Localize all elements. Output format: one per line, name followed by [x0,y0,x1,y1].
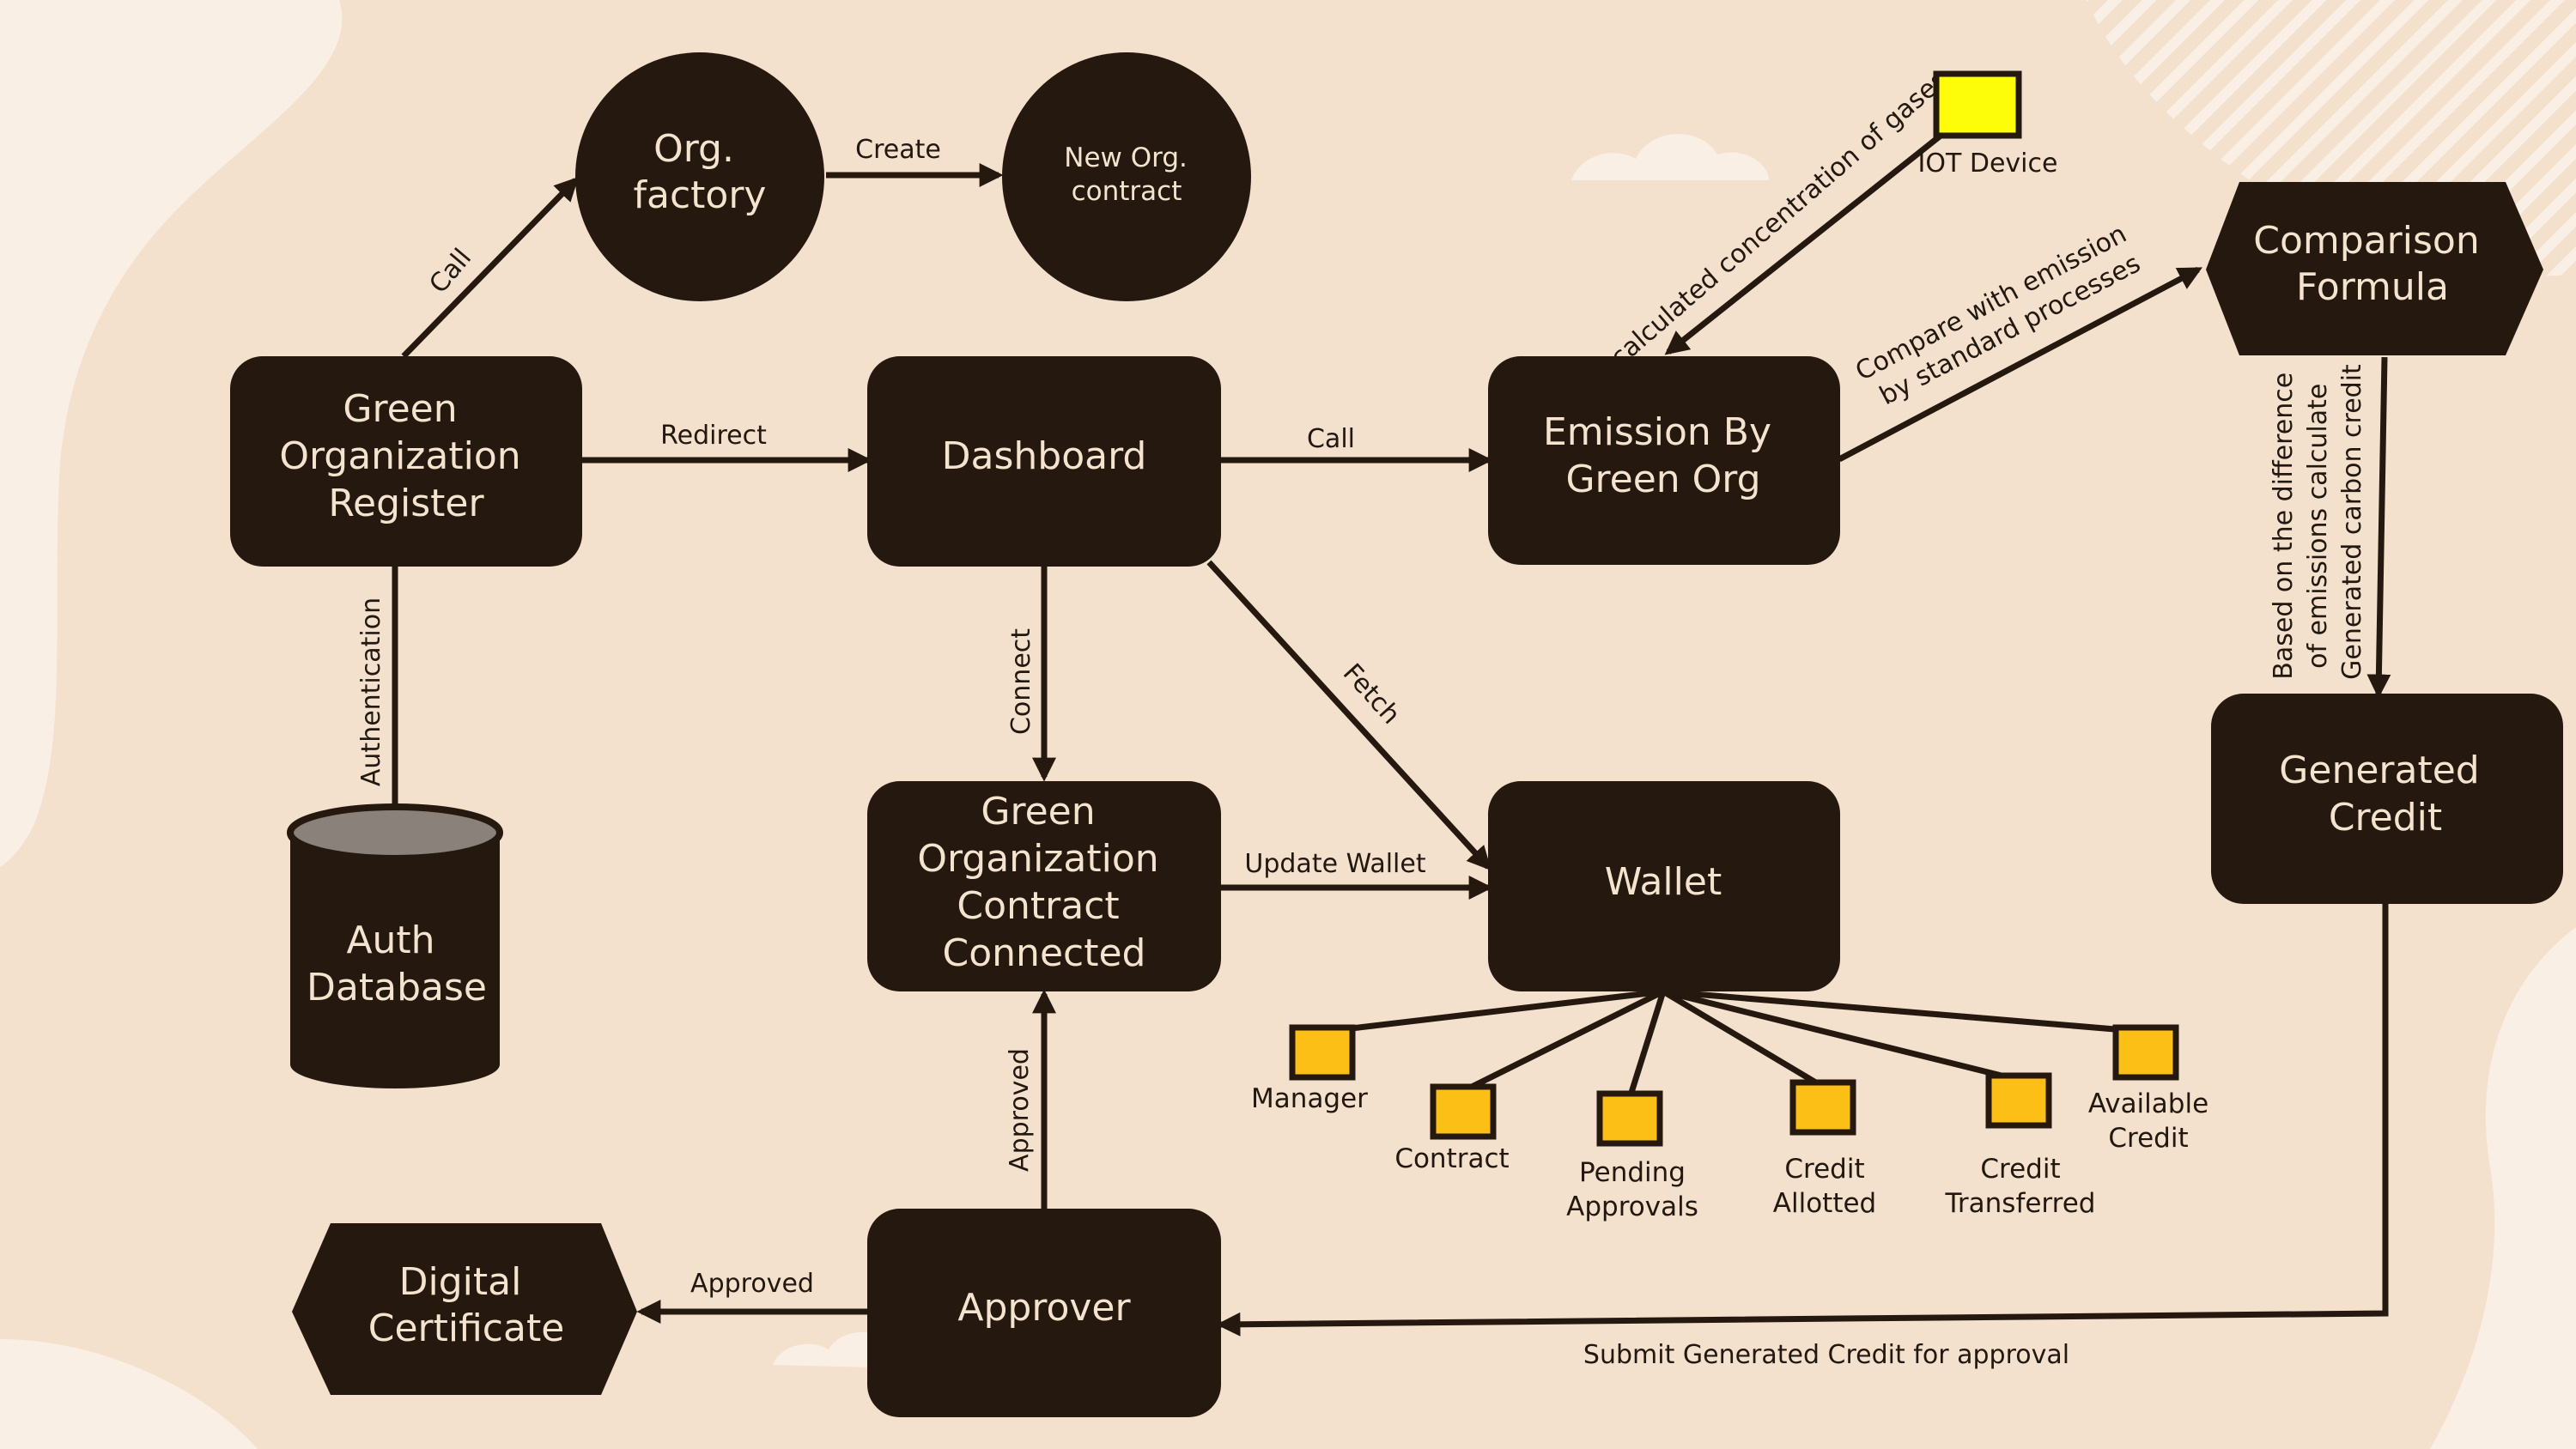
label-authentication: Authentication [356,597,386,786]
svg-text:Green Organization: Green Organization Register [279,387,532,525]
node-org-factory: Org. factory [575,52,824,301]
edge-compare [1838,266,2202,463]
svg-text:Generated Credit: Generated Credit [2279,749,2491,840]
node-generated-credit: Generated Credit [2211,694,2563,904]
label-approved-up: Approved [1005,1048,1035,1172]
blob-top-left [0,0,343,867]
node-new-org-contract: New Org. contract [1002,52,1251,301]
node-approver: Approver [867,1209,1221,1417]
wallet-item-contract: Contract [1394,1083,1510,1174]
node-auth-database: Auth Database [287,803,503,1088]
svg-text:Green Organization: Green Organization Contract Connected [917,790,1170,975]
wallet-item-label-line: Manager [1251,1083,1368,1114]
wallet-item-label-line: Credit [1980,1154,2060,1185]
edge-iot [1664,133,1943,355]
wallet-item-label: Contract [1394,1143,1509,1174]
blob-bottom-right [2430,927,2576,1449]
nodes: Green Organization Register Org. factory… [230,52,2563,1417]
connector-credit-allotted [1662,988,1825,1090]
svg-text:Comparison Formula: Comparison Formula [2253,219,2491,309]
wallet-item-label-line: Available [2088,1088,2208,1119]
wallet-item-box [1430,1083,1497,1140]
edge-fetch [1206,560,1492,871]
label-redirect: Redirect [660,421,767,451]
label-submit: Submit Generated Credit for approval [1583,1340,2069,1370]
wallet-item-label: Manager [1251,1083,1368,1114]
wallet-item-box [1289,1024,1356,1081]
edge-based-on [2366,356,2391,699]
connector-manager [1321,988,1664,1035]
svg-text:Emission By Green Org: Emission By Green Org [1543,410,1783,501]
iot-device-box [1933,70,2022,139]
svg-text:Dashboard: Dashboard [942,434,1147,478]
node-dashboard: Dashboard [867,356,1221,567]
wallet-item-label-line: Credit [1784,1154,1864,1185]
wallet-item-label-line: Contract [1394,1143,1509,1174]
edge-call-factory [401,176,579,359]
blob-bottom-left [0,1339,258,1449]
iot-device-label: IOT Device [1918,149,2058,179]
connector-credit-transferred [1662,988,2020,1083]
node-wallet: Wallet [1488,781,1840,991]
wallet-connectors [1321,988,2147,1100]
label-based-on-line-2: of emissions calculate [2303,384,2333,669]
wallet-item-label-line: Allotted [1773,1188,1876,1219]
label-approved-left: Approved [690,1269,814,1299]
wallet-item-box [1985,1072,2052,1129]
edge-submit [1216,903,2389,1337]
connector-pending-approvals [1626,990,1667,1100]
svg-text:Approver: Approver [957,1286,1131,1330]
node-emission-by-green-org: Emission By Green Org [1488,356,1840,565]
label-based-on-line-1: Based on the difference [2269,373,2299,680]
node-green-org-contract-connected: Green Organization Contract Connected [867,781,1221,991]
node-iot-device: IOT Device [1918,70,2058,179]
label-based-on-line-3: Generated carbon credit [2337,364,2367,680]
connector-available-credit [1662,988,2147,1035]
wallet-item-label-line: Approvals [1566,1191,1698,1222]
label-based-on: Based on the difference of emissions cal… [2269,364,2367,680]
svg-text:Wallet: Wallet [1605,860,1722,904]
wallet-item-box [1596,1090,1663,1147]
wallet-item-label-line: Pending [1579,1157,1686,1188]
wallet-item-manager: Manager [1251,1024,1368,1114]
label-update-wallet: Update Wallet [1244,849,1425,879]
wallet-item-box [2112,1024,2179,1081]
label-connect: Connect [1006,628,1036,735]
label-iot-measure: calculated concentration of gases [1605,64,1953,373]
svg-text:Org. factory: Org. factory [634,127,767,217]
label-create: Create [855,135,941,165]
node-green-org-register: Green Organization Register [230,356,582,567]
svg-text:Auth Database: Auth Database [307,919,487,1009]
wallet-item-label-line: Transferred [1945,1188,2096,1219]
node-comparison-formula: Comparison Formula [2206,182,2543,355]
edges [383,133,2391,1337]
node-digital-certificate: Digital Certificate [292,1223,637,1395]
cloud-shape [1571,134,1769,180]
wallet-item-label-line: Credit [2108,1123,2188,1154]
svg-text:Digital Certificate: Digital Certificate [368,1260,565,1350]
connector-contract [1461,988,1665,1094]
wallet-item-box [1789,1079,1856,1136]
label-fetch: Fetch [1337,658,1406,731]
svg-text:New Org. contract: New Org. contract [1064,142,1195,207]
label-call-emission: Call [1307,424,1355,454]
